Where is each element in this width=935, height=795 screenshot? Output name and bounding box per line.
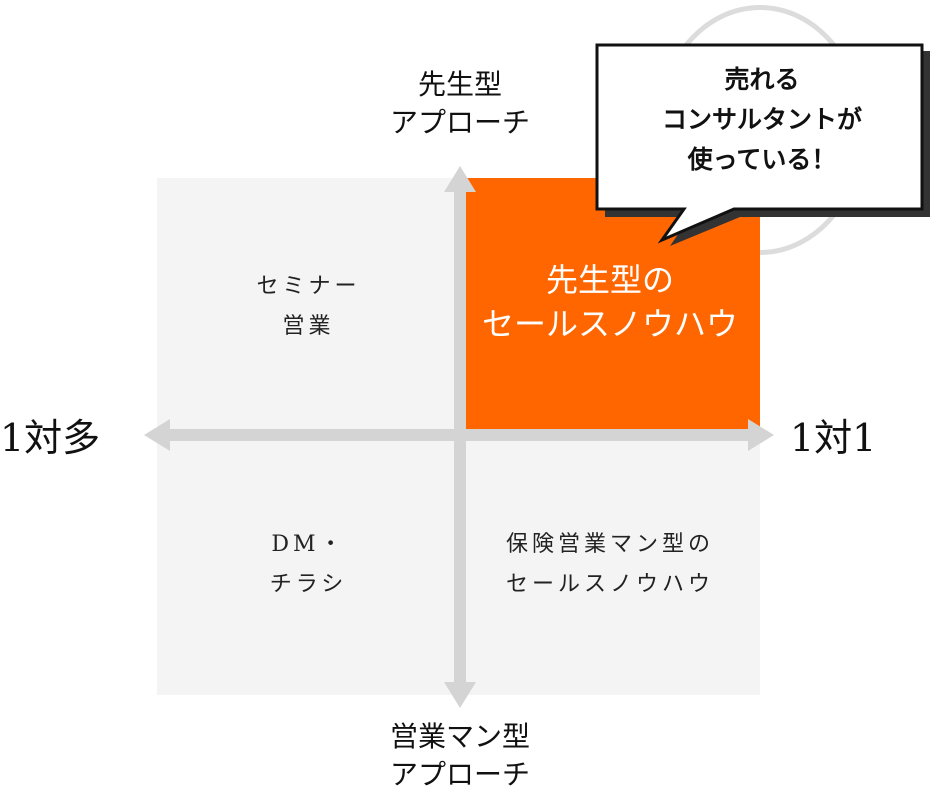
quadrant-top-left: セミナー 営業 bbox=[157, 178, 460, 435]
quadrant-top-right-line-2: セールスノウハウ bbox=[481, 305, 738, 343]
axis-label-top: 先生型 アプローチ bbox=[350, 66, 570, 142]
speech-bubble-body bbox=[595, 43, 924, 244]
callout-text: 売れる コンサルタントが 使っている！ bbox=[603, 60, 921, 180]
quadrant-top-right-line-1: 先生型の bbox=[545, 261, 674, 299]
quadrant-bottom-left-line-2: チラシ bbox=[269, 572, 348, 597]
arrow-down-icon bbox=[444, 682, 476, 708]
quadrant-bottom-left: DM・ チラシ bbox=[157, 435, 460, 695]
axis-label-left: 1対多 bbox=[0, 416, 101, 460]
quadrant-bottom-right-line-1: 保険営業マン型の bbox=[505, 532, 714, 557]
callout-line-1: 売れる bbox=[724, 65, 800, 94]
axis-label-bottom-line-2: アプローチ bbox=[389, 758, 530, 791]
quadrant-bottom-left-line-1: DM・ bbox=[271, 532, 346, 557]
axis-label-bottom-line-1: 営業マン型 bbox=[389, 720, 530, 753]
horizontal-axis-bar bbox=[168, 429, 752, 441]
callout-line-2: コンサルタントが bbox=[661, 105, 862, 134]
arrow-left-icon bbox=[144, 419, 170, 451]
arrow-right-icon bbox=[748, 419, 774, 451]
axis-label-bottom: 営業マン型 アプローチ bbox=[345, 718, 575, 794]
quadrant-bottom-right-line-2: セールスノウハウ bbox=[505, 572, 714, 597]
arrow-up-icon bbox=[444, 166, 476, 192]
axis-label-top-line-2: アプローチ bbox=[389, 106, 530, 139]
axis-label-top-line-1: 先生型 bbox=[417, 68, 502, 101]
quadrant-top-left-line-2: 営業 bbox=[282, 313, 335, 339]
quadrant-bottom-right: 保険営業マン型の セールスノウハウ bbox=[460, 435, 760, 695]
callout-line-3: 使っている！ bbox=[687, 145, 837, 174]
quadrant-top-left-line-1: セミナー bbox=[256, 273, 361, 299]
axis-label-right: 1対1 bbox=[790, 416, 877, 460]
